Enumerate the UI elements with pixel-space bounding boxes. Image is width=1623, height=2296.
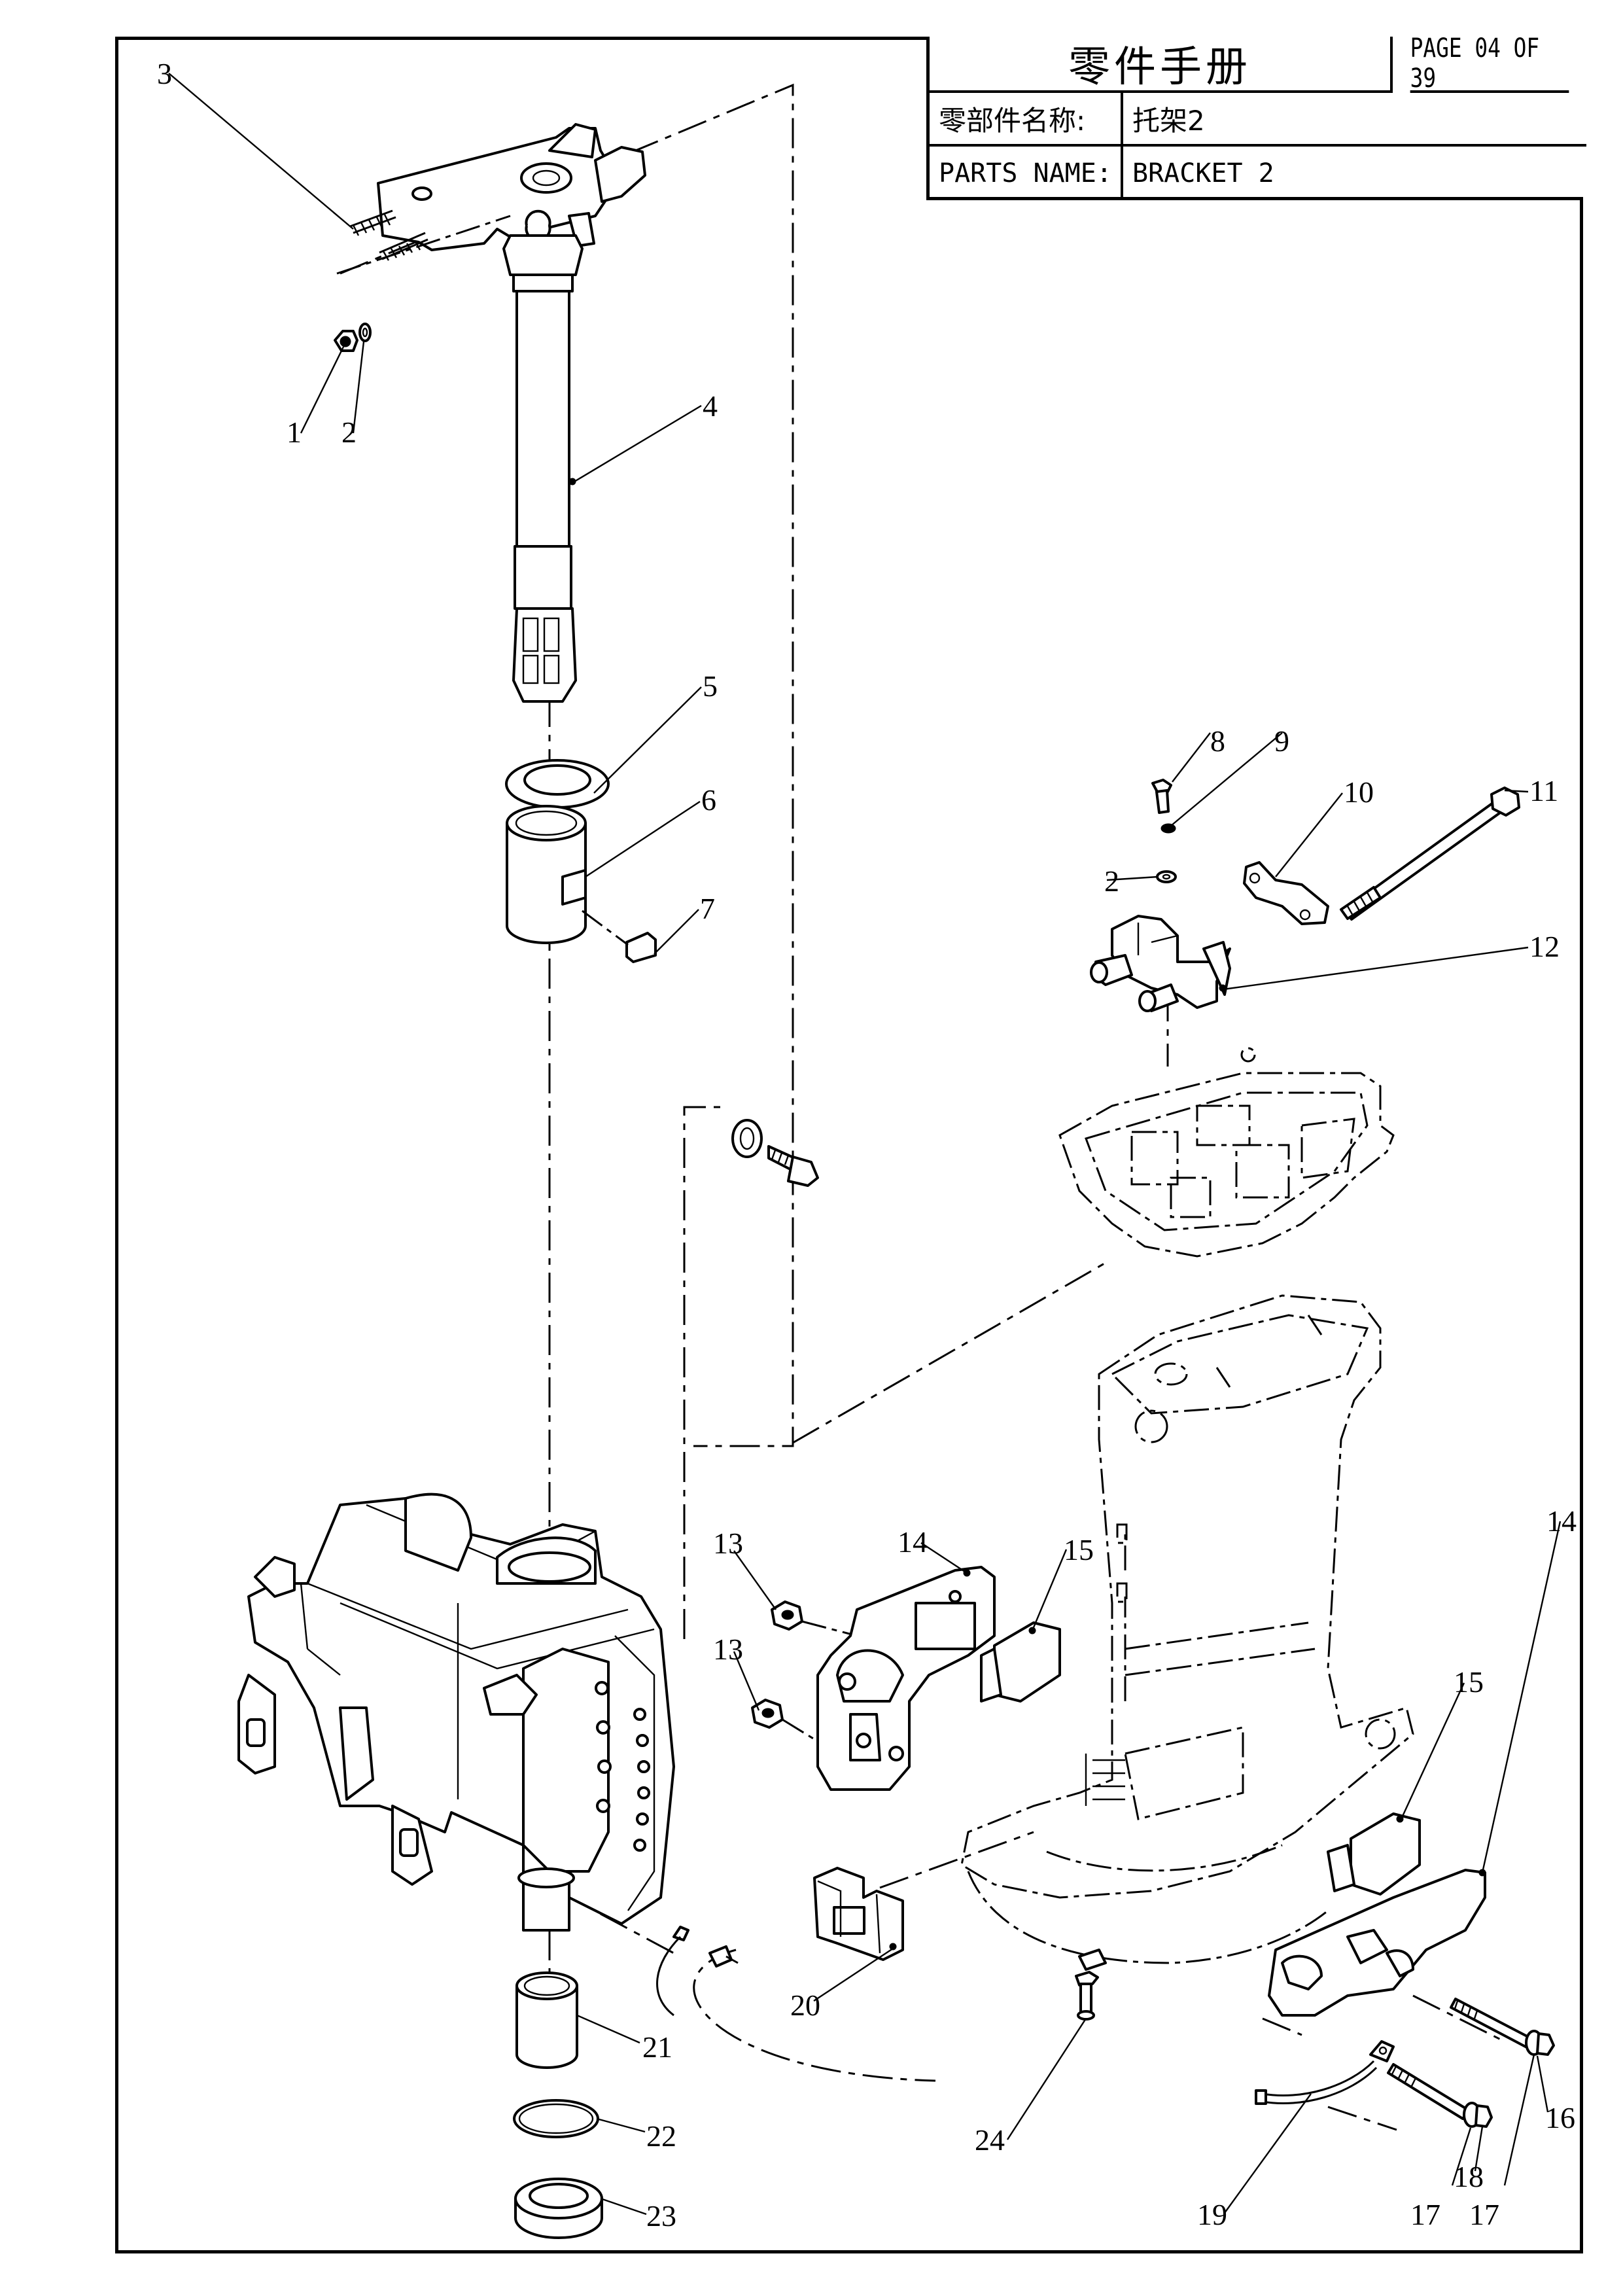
callout-3: 3	[157, 57, 172, 90]
callout-14-right: 14	[1546, 1504, 1577, 1538]
callout-17-right: 17	[1469, 2198, 1499, 2231]
callout-19: 19	[1197, 2198, 1227, 2231]
callout-6: 6	[701, 783, 716, 817]
clip-10	[1243, 861, 1329, 925]
bushing-21	[515, 1971, 578, 2069]
nut-13-upper	[771, 1600, 803, 1631]
leader-lines	[168, 73, 1562, 2216]
callout-14-left: 14	[898, 1525, 928, 1559]
callout-22: 22	[646, 2119, 676, 2153]
callout-15-left: 15	[1064, 1533, 1094, 1566]
exhaust-plate-ghost	[1058, 1047, 1395, 1258]
page-number: PAGE 04 OF 39	[1410, 33, 1569, 94]
en-name-label: PARTS NAME:	[930, 147, 1123, 200]
callout-21: 21	[642, 2030, 672, 2064]
wire-clip	[656, 1926, 739, 2017]
ground-wire-19	[1255, 2040, 1395, 2105]
en-name-value: BRACKET 2	[1132, 158, 1274, 188]
mount-bracket-12	[1090, 915, 1231, 1012]
stud-bolts	[349, 209, 428, 261]
key-7	[625, 932, 657, 963]
callout-16: 16	[1545, 2101, 1575, 2134]
callout-7: 7	[700, 892, 715, 925]
callout-2-right: 2	[1104, 864, 1119, 898]
anode-20	[813, 1867, 904, 1961]
driveshaft-housing-ghost	[960, 1294, 1414, 1971]
callout-5: 5	[703, 669, 718, 703]
steering-arm-assembly	[336, 123, 646, 275]
callout-8: 8	[1210, 724, 1225, 758]
rubber-mount-15-left	[980, 1621, 1061, 1703]
clamp-14-left	[816, 1566, 996, 1791]
guide-line-left	[683, 1106, 727, 1639]
manual-title: 零件手册	[930, 37, 1393, 93]
callout-13-lower: 13	[713, 1633, 743, 1666]
callout-labels: 3 1 2 4 5 6 7 8 9 10 11 2 12 13 13 14 15…	[157, 57, 1577, 2233]
callout-20: 20	[790, 1988, 820, 2022]
callout-10: 10	[1344, 775, 1374, 809]
callout-17-left: 17	[1410, 2198, 1440, 2231]
callout-2: 2	[341, 415, 357, 449]
seal-23	[514, 2178, 603, 2239]
callout-4: 4	[703, 389, 718, 423]
nut-and-washer	[334, 323, 372, 352]
rubber-mount-15-right	[1327, 1812, 1421, 1896]
callout-9: 9	[1274, 724, 1289, 758]
bolt-18	[1387, 2063, 1493, 2128]
callout-18: 18	[1454, 2160, 1484, 2193]
washer-2-right	[1156, 870, 1177, 883]
callout-24: 24	[975, 2123, 1005, 2157]
bolt-8	[1151, 779, 1172, 814]
drawing-frame	[115, 37, 1583, 2253]
cn-name-label: 零部件名称:	[930, 93, 1123, 147]
callout-1: 1	[287, 415, 302, 449]
washer-5	[505, 759, 610, 809]
title-block: 零件手册 PAGE 04 OF 39 零部件名称: 托架2 PARTS NAME…	[926, 33, 1586, 200]
callout-23: 23	[646, 2199, 676, 2233]
washer-and-bolt	[731, 1119, 819, 1187]
cn-name-value: 托架2	[1123, 93, 1586, 147]
nut-13-lower	[751, 1699, 784, 1729]
guide-line-bracket-to-case	[792, 1262, 1106, 1444]
clamp-14-right	[1268, 1869, 1486, 2017]
callout-12: 12	[1529, 930, 1560, 963]
bolt-16	[1450, 1998, 1555, 2056]
callout-13-upper: 13	[713, 1527, 743, 1560]
callout-11: 11	[1529, 774, 1558, 807]
bolt-24	[1075, 1971, 1099, 2021]
o-ring-22	[513, 2099, 599, 2138]
bolt-11	[1340, 786, 1520, 921]
steering-shaft	[502, 234, 584, 703]
bushing-6	[506, 805, 587, 944]
guide-line-top	[340, 83, 794, 1447]
washer-9	[1161, 823, 1176, 834]
swivel-bracket	[237, 1492, 675, 1932]
callout-15-right: 15	[1454, 1665, 1484, 1699]
